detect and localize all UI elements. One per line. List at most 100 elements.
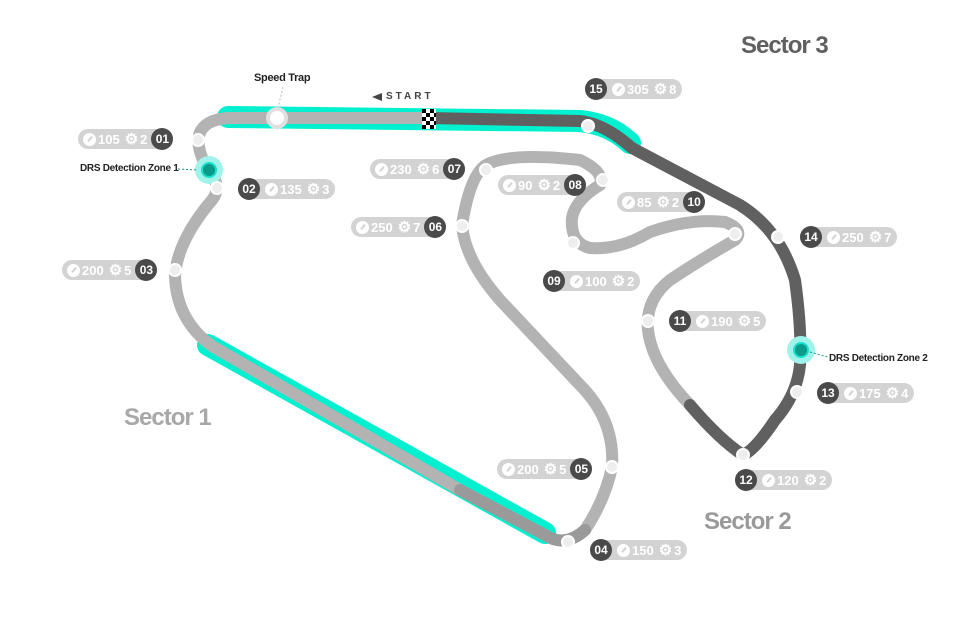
corner-label-09: 09 100⚙2 <box>543 270 641 292</box>
speedometer-icon <box>375 162 388 176</box>
start-arrow-icon <box>372 93 382 101</box>
corner-number: 09 <box>543 270 565 292</box>
corner-marker-02 <box>210 181 224 195</box>
corner-marker-09 <box>566 236 580 250</box>
speedometer-icon <box>622 195 635 209</box>
speedometer-icon <box>844 386 857 400</box>
corner-speed: 105 <box>98 131 120 147</box>
corner-gear: 8 <box>669 81 677 97</box>
speedometer-icon <box>67 263 80 277</box>
corner-speed: 120 <box>777 472 799 488</box>
speed-trap-label: Speed Trap <box>254 72 311 84</box>
speedometer-icon <box>612 82 625 96</box>
corner-marker-07 <box>479 163 493 177</box>
corner-gear: 5 <box>124 262 132 278</box>
corner-speed: 305 <box>627 81 649 97</box>
corner-marker-04 <box>561 535 575 549</box>
corner-number: 11 <box>669 310 691 332</box>
gear-icon: ⚙ <box>416 160 431 178</box>
corner-gear: 2 <box>671 194 680 210</box>
corner-speed: 135 <box>280 181 302 197</box>
corner-gear: 5 <box>753 313 761 329</box>
gear-icon: ⚙ <box>656 193 670 211</box>
gear-icon: ⚙ <box>124 130 139 148</box>
speedometer-icon <box>827 230 840 244</box>
drs-detection-marker-1 <box>177 156 223 184</box>
speedometer-icon <box>503 178 516 192</box>
corner-number: 02 <box>238 178 260 200</box>
gear-icon: ⚙ <box>543 460 558 478</box>
corner-speed: 90 <box>518 177 533 193</box>
corner-marker-08 <box>596 173 610 187</box>
corner-gear: 2 <box>819 472 827 488</box>
sector-1-label: Sector 1 <box>124 404 212 431</box>
corner-number: 04 <box>590 539 612 561</box>
corner-label-12: 12 120⚙2 <box>735 469 833 491</box>
speedometer-icon <box>265 182 278 196</box>
drs-zone-2-label: DRS Detection Zone 2 <box>829 353 928 364</box>
start-label: START <box>386 91 434 102</box>
speedometer-icon <box>83 132 96 146</box>
corner-gear: 6 <box>432 161 440 177</box>
sector-2-label: Sector 2 <box>704 508 792 535</box>
sector-3-label: Sector 3 <box>741 32 829 59</box>
corner-marker-14 <box>771 230 785 244</box>
corner-marker-11 <box>641 314 655 328</box>
speedometer-icon <box>502 462 515 476</box>
corner-speed: 85 <box>637 194 652 210</box>
gear-icon: ⚙ <box>737 312 752 330</box>
corner-marker-06 <box>455 219 469 233</box>
corner-speed: 200 <box>517 461 539 477</box>
speedometer-icon <box>570 274 583 288</box>
gear-icon: ⚙ <box>803 471 818 489</box>
gear-icon: ⚙ <box>108 261 123 279</box>
corner-number: 01 <box>151 128 174 150</box>
gear-icon: ⚙ <box>611 272 626 290</box>
gear-icon: ⚙ <box>397 218 412 236</box>
corner-number: 07 <box>443 158 466 180</box>
corner-gear: 5 <box>559 461 567 477</box>
corner-marker-10 <box>728 227 742 241</box>
corner-marker-15 <box>581 119 595 133</box>
corner-marker-05 <box>605 460 619 474</box>
corner-number: 14 <box>800 226 822 248</box>
drs-zone-1-label: DRS Detection Zone 1 <box>80 163 179 174</box>
corner-speed: 250 <box>842 229 864 245</box>
corner-number: 03 <box>135 259 158 281</box>
corner-label-14: 14 250⚙7 <box>800 226 898 248</box>
corner-speed: 230 <box>390 161 412 177</box>
corner-gear: 2 <box>627 273 635 289</box>
corner-speed: 190 <box>711 313 733 329</box>
corner-number: 10 <box>683 191 706 213</box>
corner-gear: 7 <box>884 229 892 245</box>
corner-number: 08 <box>564 174 587 196</box>
speedometer-icon <box>762 473 775 487</box>
corner-number: 06 <box>424 216 447 238</box>
corner-number: 05 <box>570 458 593 480</box>
gear-icon: ⚙ <box>885 384 900 402</box>
corner-gear: 2 <box>552 177 561 193</box>
start-line-icon <box>422 109 436 129</box>
corner-number: 13 <box>817 382 839 404</box>
corner-number: 12 <box>735 469 757 491</box>
gear-icon: ⚙ <box>868 228 883 246</box>
corner-number: 15 <box>585 78 607 100</box>
corner-speed: 100 <box>585 273 607 289</box>
corner-marker-12 <box>736 448 750 462</box>
corner-markers <box>168 119 804 549</box>
speedometer-icon <box>617 543 630 557</box>
corner-gear: 4 <box>901 385 909 401</box>
corner-gear: 7 <box>413 219 421 235</box>
